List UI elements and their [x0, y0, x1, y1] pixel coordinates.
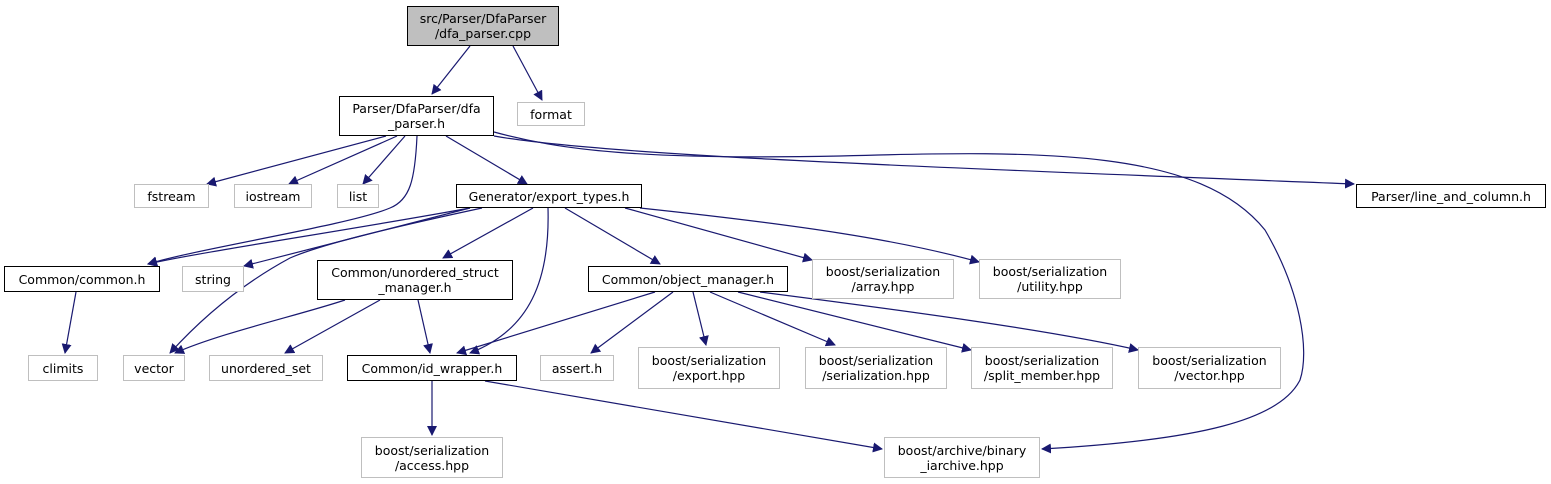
node-dfa-parser-h[interactable]: Parser/DfaParser/dfa _parser.h: [339, 96, 494, 136]
edges: [61, 45, 1355, 454]
edge-id-wrapper-to-binary-iarchive: [484, 380, 883, 453]
edge-dfa-parser-h-to-line-and-column: [493, 135, 1355, 189]
node-label-line: boost/archive/binary: [897, 442, 1027, 458]
edge-dfa-parser-h-to-export-types: [445, 135, 528, 185]
node-label-line: _manager.h: [378, 280, 452, 295]
node-string[interactable]: string: [182, 266, 244, 292]
node-label-line: boost/serialization: [818, 353, 934, 368]
node-vector[interactable]: vector: [123, 355, 185, 381]
node-label-line: assert.h: [551, 360, 603, 376]
node-boost-serialization-utility-hpp[interactable]: boost/serialization /utility.hpp: [979, 259, 1121, 299]
edge-export-types-to-object-manager: [564, 207, 661, 265]
node-label-line: src/Parser/DfaParser: [419, 11, 547, 26]
node-fstream[interactable]: fstream: [134, 184, 209, 208]
node-list[interactable]: list: [337, 184, 379, 208]
edge-object-manager-to-assert: [590, 291, 674, 354]
node-label-line: /vector.hpp: [1174, 368, 1245, 383]
node-label-line: climits: [42, 360, 84, 376]
node-label-line: Common/object_manager.h: [601, 271, 775, 287]
node-boost-archive-binary-iarchive-hpp[interactable]: boost/archive/binary _iarchive.hpp: [884, 437, 1040, 478]
node-common-h[interactable]: Common/common.h: [4, 266, 160, 292]
node-label-line: /dfa_parser.cpp: [434, 26, 532, 41]
node-label-line: _parser.h: [387, 116, 446, 131]
node-assert-h[interactable]: assert.h: [540, 355, 614, 381]
edge-dfa-parser-h-to-common: [147, 135, 418, 267]
node-label-line: _iarchive.hpp: [920, 457, 1004, 473]
node-label-line: list: [348, 188, 368, 204]
node-climits[interactable]: climits: [28, 355, 98, 381]
edge-root-to-format: [512, 45, 543, 101]
node-unordered-set[interactable]: unordered_set: [209, 355, 323, 381]
node-label-line: Parser/line_and_column.h: [1371, 188, 1531, 204]
node-boost-serialization-export-hpp[interactable]: boost/serialization /export.hpp: [638, 347, 780, 389]
node-boost-serialization-vector-hpp[interactable]: boost/serialization /vector.hpp: [1138, 347, 1281, 389]
node-label-line: boost/serialization: [984, 353, 1100, 368]
edge-export-types-to-unordered-struct-manager: [442, 207, 534, 259]
node-label-line: Common/common.h: [18, 271, 146, 287]
edge-export-types-to-boost-utility: [639, 207, 980, 265]
node-iostream[interactable]: iostream: [234, 184, 312, 208]
edge-dfa-parser-h-to-iostream: [288, 135, 398, 185]
node-label-line: /split_member.hpp: [983, 368, 1101, 383]
node-label-line: boost/serialization: [992, 264, 1108, 279]
node-label-line: vector: [134, 360, 174, 376]
edge-dfa-parser-h-to-fstream: [206, 135, 387, 187]
edge-object-manager-to-id-wrapper: [456, 291, 656, 356]
edge-dfa-parser-h-to-binary-iarchive: [493, 131, 1305, 454]
node-label-line: /array.hpp: [851, 279, 915, 294]
node-label-line: fstream: [147, 188, 196, 204]
node-boost-serialization-access-hpp[interactable]: boost/serialization /access.hpp: [361, 437, 503, 478]
node-label-line: boost/serialization: [374, 442, 490, 458]
node-label-line: boost/serialization: [1152, 353, 1267, 368]
node-label-line: Generator/export_types.h: [468, 188, 630, 204]
edge-root-to-dfa-parser-h: [431, 45, 471, 95]
node-label-line: /utility.hpp: [1017, 279, 1083, 294]
node-label-line: format: [530, 106, 572, 122]
node-label-line: Common/unordered_struct: [331, 265, 499, 280]
edge-object-manager-to-boost-export: [692, 291, 709, 346]
node-id-wrapper-h[interactable]: Common/id_wrapper.h: [347, 355, 517, 381]
edge-unordered-struct-manager-to-unordered-set: [284, 299, 381, 354]
node-label-line: /export.hpp: [672, 368, 746, 383]
edge-export-types-to-common: [147, 207, 471, 267]
node-boost-serialization-array-hpp[interactable]: boost/serialization /array.hpp: [812, 259, 954, 299]
node-label-line: unordered_set: [221, 360, 311, 376]
edge-dfa-parser-h-to-list: [362, 135, 406, 185]
edge-object-manager-to-boost-vector: [759, 291, 1139, 353]
edge-object-manager-to-boost-serialization: [709, 291, 836, 347]
node-boost-serialization-split-member-hpp[interactable]: boost/serialization /split_member.hpp: [971, 347, 1113, 389]
node-unordered-struct-manager-h[interactable]: Common/unordered_struct _manager.h: [317, 260, 513, 300]
node-root-dfa-parser-cpp[interactable]: src/Parser/DfaParser /dfa_parser.cpp: [407, 6, 559, 46]
node-object-manager-h[interactable]: Common/object_manager.h: [588, 266, 788, 292]
node-label-line: /access.hpp: [394, 457, 470, 473]
node-export-types-h[interactable]: Generator/export_types.h: [456, 184, 642, 208]
node-label-line: boost/serialization: [825, 264, 941, 279]
edge-unordered-struct-manager-to-vector: [174, 299, 346, 354]
node-format[interactable]: format: [517, 102, 585, 126]
node-label-line: Common/id_wrapper.h: [361, 360, 503, 376]
node-label-line: boost/serialization: [651, 353, 767, 368]
node-line-and-column-h[interactable]: Parser/line_and_column.h: [1356, 184, 1546, 208]
node-label-line: /serialization.hpp: [822, 368, 930, 383]
node-boost-serialization-serialization-hpp[interactable]: boost/serialization /serialization.hpp: [805, 347, 947, 389]
edge-export-types-to-boost-array: [624, 207, 813, 263]
node-label-line: string: [195, 271, 231, 287]
edge-export-types-to-vector: [169, 207, 483, 354]
node-label-line: iostream: [245, 188, 301, 204]
node-label-line: Parser/DfaParser/dfa: [352, 101, 481, 116]
edge-unordered-struct-manager-to-id-wrapper: [417, 299, 433, 354]
edge-common-to-climits: [61, 291, 77, 354]
edge-object-manager-to-boost-split-member: [737, 291, 972, 353]
